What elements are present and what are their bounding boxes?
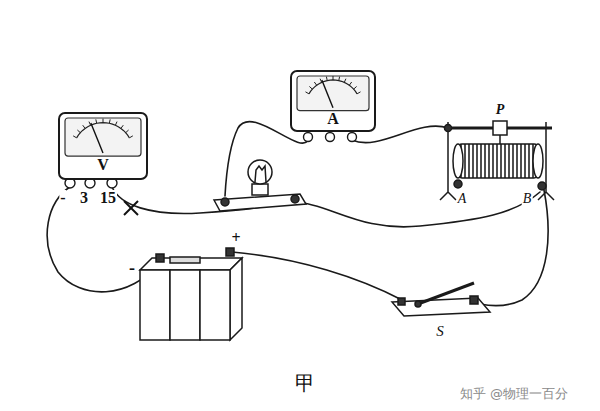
scale-tick xyxy=(73,136,76,138)
meter-box: A xyxy=(290,70,376,132)
meter-box: V xyxy=(58,112,148,180)
terminal xyxy=(454,180,462,188)
battery-cell xyxy=(170,270,200,340)
lamp-base xyxy=(214,194,306,211)
wire xyxy=(225,122,308,196)
battery-cell xyxy=(140,270,170,340)
meter-needle xyxy=(91,123,103,153)
battery-side xyxy=(230,258,242,340)
terminal xyxy=(470,296,478,304)
terminal xyxy=(538,182,546,190)
terminal xyxy=(398,298,405,305)
scale-tick xyxy=(103,119,104,123)
slider xyxy=(493,121,507,135)
terminal-label: A xyxy=(457,192,468,206)
battery-symbol xyxy=(140,248,242,340)
terminal-label: + xyxy=(230,230,241,246)
battery-cell xyxy=(200,270,230,340)
scale-tick xyxy=(326,77,328,81)
terminal xyxy=(226,248,234,256)
watermark: 知乎 @物理一百分 xyxy=(459,387,569,400)
meter-letter: V xyxy=(97,157,109,173)
switch-blade xyxy=(418,283,474,304)
rheostat-symbol xyxy=(440,121,554,200)
scale-tick xyxy=(77,130,80,133)
terminal-label: - xyxy=(59,190,66,206)
scale-tick xyxy=(344,79,346,83)
meter-face xyxy=(297,76,369,111)
scale-tick xyxy=(333,76,334,80)
meter-body xyxy=(59,113,147,179)
meter-scale xyxy=(309,80,357,94)
terminal-label: - xyxy=(128,259,136,277)
terminal xyxy=(156,254,164,262)
terminal xyxy=(304,133,313,142)
terminal xyxy=(326,133,335,142)
scale-tick xyxy=(338,77,340,81)
wire xyxy=(296,192,540,227)
scale-tick xyxy=(305,92,308,94)
scale-tick xyxy=(121,125,123,128)
cross-stroke xyxy=(124,201,138,215)
scale-tick xyxy=(354,86,357,89)
terminal-label: 15 xyxy=(99,190,117,206)
scale-tick xyxy=(349,82,351,85)
lamp-filament xyxy=(255,166,266,182)
terminal-label: P xyxy=(495,103,506,117)
lamp-socket xyxy=(252,184,268,195)
meter-needle xyxy=(322,80,333,108)
meter-letter: A xyxy=(290,111,376,127)
slider-contact xyxy=(499,135,501,144)
wire xyxy=(232,252,402,300)
terminal-label: 3 xyxy=(79,190,89,206)
rheostat-coil xyxy=(458,144,538,178)
terminal xyxy=(291,195,299,203)
lamp-bulb xyxy=(248,160,272,184)
scale-tick xyxy=(115,122,117,126)
scale-tick xyxy=(95,119,97,123)
terminal-label: S xyxy=(435,324,445,339)
wire xyxy=(480,190,548,306)
lamp-symbol xyxy=(214,160,306,211)
terminal-label: B xyxy=(522,192,533,206)
switch-symbol xyxy=(392,283,490,316)
terminal xyxy=(445,125,452,132)
cell-strap xyxy=(170,257,200,263)
meter-scale xyxy=(77,123,130,138)
hinge xyxy=(415,301,421,307)
scale-tick xyxy=(357,92,360,94)
ammeter-terminals xyxy=(304,133,357,142)
figure-caption: 甲 xyxy=(295,373,315,393)
coil-end xyxy=(453,144,463,178)
scale-tick xyxy=(314,82,316,85)
terminal xyxy=(221,198,229,206)
meter-letter: V xyxy=(58,157,148,173)
meter-body xyxy=(291,71,375,131)
cross-stroke xyxy=(124,201,138,215)
scale-tick xyxy=(309,86,312,89)
meter-face xyxy=(65,118,141,156)
scale-tick xyxy=(129,136,132,138)
cross-mark xyxy=(124,201,138,215)
terminal xyxy=(348,133,357,142)
scale-tick xyxy=(109,119,111,123)
scale-tick xyxy=(83,125,85,128)
meter-letter: A xyxy=(327,111,339,127)
coil-end xyxy=(533,144,543,178)
scale-tick xyxy=(126,130,129,133)
